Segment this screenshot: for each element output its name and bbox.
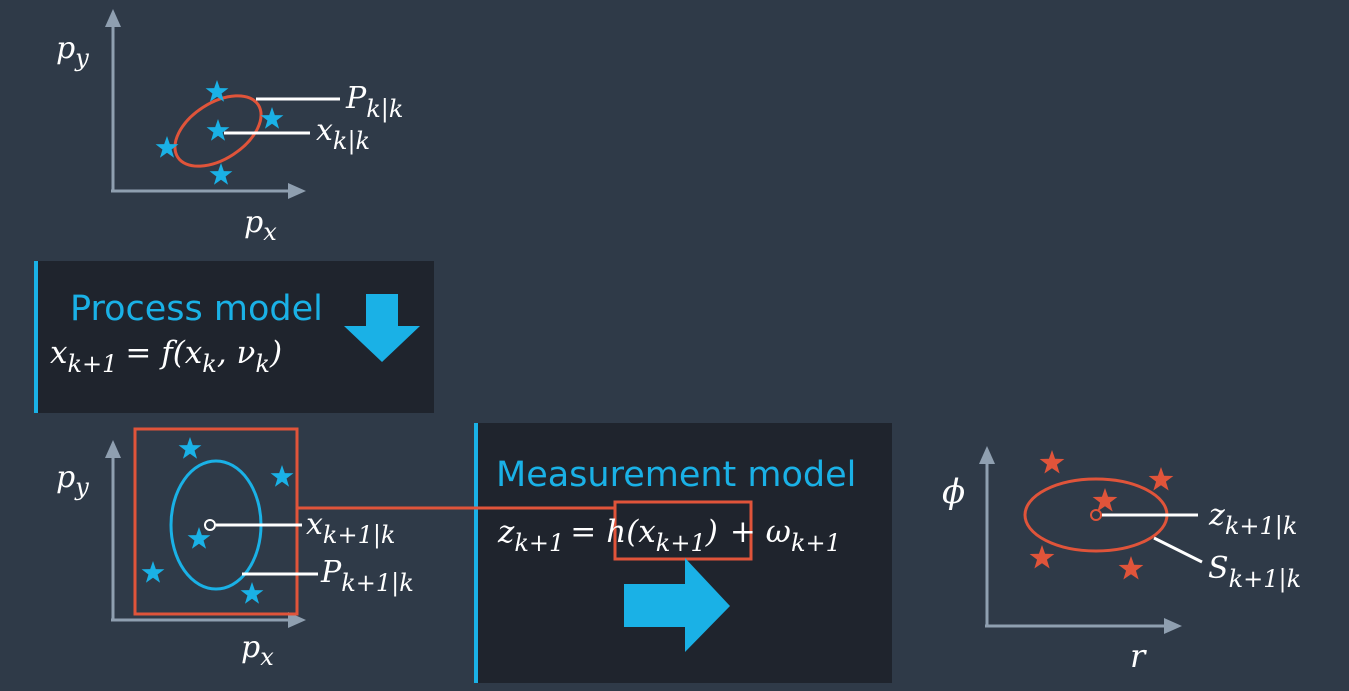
measurement-model-title: Measurement model: [496, 455, 856, 495]
measurement-model-panel: Measurement model zk+1=h(xk+1)+ ωk+1: [474, 423, 892, 683]
plot2-covariance-label: Pk+1|k: [320, 555, 414, 598]
sigma-point-star-icon: [240, 582, 264, 604]
process-panel-accent-bar: [34, 261, 38, 413]
plot3-mean-marker: [1090, 509, 1102, 521]
sigma-point-star-icon: [1039, 450, 1065, 474]
arrow-down-icon: [344, 294, 420, 362]
sigma-point-star-icon: [1029, 545, 1055, 569]
plot1-y-axis-label: py: [56, 31, 89, 72]
plot3-covariance-leader: [1153, 536, 1203, 564]
sigma-point-star-icon: [1118, 556, 1144, 580]
plot2-highlight-box: [133, 427, 299, 616]
plot2-mean-marker: [204, 519, 216, 531]
process-model-panel: Process model xk+1= f(xk, νk): [34, 261, 434, 413]
plot2-mean-label: xk+1|k: [306, 507, 395, 550]
plot3-axes: [979, 446, 1182, 634]
plot-prior-state: py px Pk|k xk|k: [56, 9, 403, 246]
process-model-title: Process model: [70, 289, 323, 329]
plot1-x-axis-label: px: [244, 205, 277, 246]
sigma-point-star-icon: [206, 119, 230, 141]
measurement-panel-background: [474, 423, 892, 683]
plot3-mean-label: zk+1|k: [1208, 498, 1297, 541]
sigma-point-star-icon: [270, 465, 294, 487]
plot1-axes: [105, 9, 306, 199]
plot3-x-axis-label: r: [1130, 637, 1147, 675]
plot1-covariance-ellipse: [173, 94, 263, 168]
measurement-panel-accent-bar: [474, 423, 478, 683]
arrow-right-icon: [624, 558, 730, 652]
plot1-mean-label: xk|k: [316, 113, 370, 156]
measurement-function-highlight-box: [613, 500, 753, 561]
measurement-model-equation: zk+1=h(xk+1)+ ωk+1: [497, 514, 841, 557]
sigma-point-star-icon: [260, 107, 284, 129]
plot3-y-axis-label: ϕ: [942, 472, 965, 512]
plot3-covariance-label: Sk+1|k: [1208, 551, 1301, 594]
plot2-y-axis-label: py: [56, 460, 89, 501]
plot-measurement-space: ϕ r zk+1|k Sk+1|k: [942, 446, 1301, 675]
sigma-point-star-icon: [209, 163, 233, 185]
process-model-equation: xk+1= f(xk, νk): [50, 335, 282, 378]
sigma-point-star-icon: [1148, 467, 1174, 491]
plot2-x-axis-label: px: [241, 630, 274, 671]
sigma-point-star-icon: [178, 437, 202, 459]
sigma-point-star-icon: [141, 561, 165, 583]
sigma-point-star-icon: [187, 527, 211, 549]
sigma-point-star-icon: [1092, 488, 1118, 512]
plot2-axes: [105, 440, 306, 628]
plot-predicted-state: py px xk+1|k Pk+1|k: [56, 427, 414, 671]
plot1-covariance-label: Pk|k: [345, 81, 403, 124]
